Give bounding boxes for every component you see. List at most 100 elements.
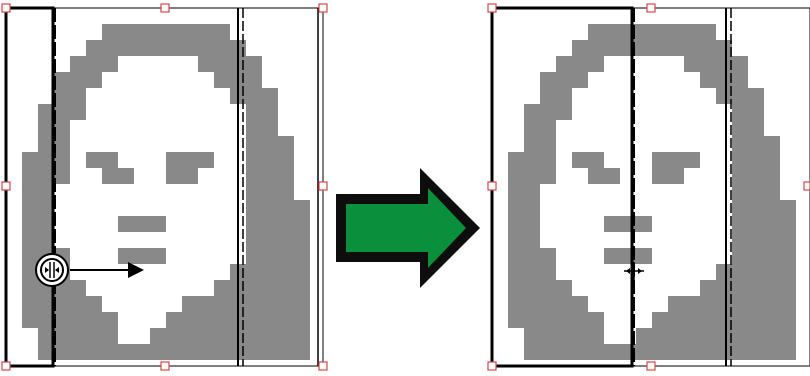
pixel-block <box>732 184 780 200</box>
pixel-block <box>732 200 796 216</box>
arrow-right-icon <box>70 262 144 278</box>
pixel-block <box>732 216 796 232</box>
pixel-block <box>508 248 556 264</box>
pixel-block <box>572 152 604 168</box>
pixel-block <box>540 88 572 104</box>
pixel-block <box>732 104 764 120</box>
handle-bottom-left[interactable] <box>2 362 10 370</box>
pixel-block <box>700 72 748 88</box>
pixel-block <box>524 328 604 344</box>
handle-top-right[interactable] <box>319 4 327 12</box>
pixel-block <box>732 248 796 264</box>
pixel-block <box>118 216 166 232</box>
image-frame-after <box>486 0 810 376</box>
pixel-block <box>572 40 732 56</box>
pixel-block <box>166 152 214 168</box>
pixel-block <box>246 248 310 264</box>
pixel-block <box>732 168 780 184</box>
pixel-block <box>102 168 134 184</box>
pixel-block <box>716 264 796 280</box>
pixel-block <box>134 344 310 360</box>
pixel-block <box>508 152 556 168</box>
pixel-block <box>604 248 652 264</box>
column-resize-cursor-icon <box>36 254 68 286</box>
image-frame-before <box>0 0 330 376</box>
pixel-block <box>524 120 556 136</box>
handle-bottom-center[interactable] <box>161 362 169 370</box>
handle-middle-left-after[interactable] <box>488 182 496 190</box>
pixel-block <box>508 216 540 232</box>
big-green-arrow-right-icon <box>330 160 490 300</box>
pixel-block <box>166 24 230 40</box>
pixel-block <box>38 104 86 120</box>
pixel-block <box>636 328 796 344</box>
pixel-block <box>246 120 278 136</box>
pixel-block <box>508 280 572 296</box>
pixel-block <box>652 312 796 328</box>
pixel-block <box>22 296 102 312</box>
pixel-portrait-canvas-before <box>0 0 330 376</box>
handle-middle-right[interactable] <box>319 182 327 190</box>
pixel-block <box>508 312 604 328</box>
pixel-block <box>508 296 588 312</box>
handle-middle-right-after[interactable] <box>804 182 810 190</box>
pixel-block <box>604 216 652 232</box>
handle-middle-left[interactable] <box>2 182 10 190</box>
pixel-block <box>246 152 294 168</box>
pixel-block <box>732 232 796 248</box>
pixel-block <box>524 104 572 120</box>
pixel-block <box>86 40 246 56</box>
pixel-block <box>214 280 310 296</box>
pixel-portrait-before <box>22 24 310 360</box>
pixel-block <box>22 312 118 328</box>
pixel-block <box>540 72 588 88</box>
pixel-block <box>716 88 764 104</box>
pixel-portrait-canvas-after <box>486 0 810 376</box>
pixel-block <box>22 168 70 184</box>
pixel-block <box>652 24 716 40</box>
pixel-block <box>620 344 796 360</box>
pixel-block <box>508 232 540 248</box>
pixel-block <box>166 168 198 184</box>
pixel-block <box>246 232 310 248</box>
pixel-block <box>508 264 556 280</box>
pixel-block <box>524 344 620 360</box>
pixel-portrait-after <box>508 24 796 360</box>
pixel-block <box>22 200 54 216</box>
pixel-block <box>508 184 540 200</box>
pixel-block <box>524 136 556 152</box>
pixel-block <box>102 24 166 40</box>
handle-bottom-center-after[interactable] <box>647 362 655 370</box>
pixel-block <box>22 152 70 168</box>
pixel-block <box>556 56 604 72</box>
pixel-block <box>246 216 310 232</box>
pixel-block <box>652 152 700 168</box>
pixel-block <box>508 200 540 216</box>
handle-top-center-after[interactable] <box>647 4 655 12</box>
pixel-block <box>38 328 118 344</box>
pixel-block <box>198 56 262 72</box>
handle-top-left-after[interactable] <box>488 4 496 12</box>
pixel-block <box>732 120 764 136</box>
transition-arrow <box>330 160 490 300</box>
pixel-block <box>118 248 166 264</box>
pixel-block <box>508 168 556 184</box>
pixel-block <box>246 168 294 184</box>
handle-top-left[interactable] <box>2 4 10 12</box>
handle-bottom-left-after[interactable] <box>488 362 496 370</box>
pixel-block <box>588 24 652 40</box>
handle-bottom-right[interactable] <box>319 362 327 370</box>
pixel-block <box>230 264 310 280</box>
pixel-block <box>700 280 796 296</box>
pixel-block <box>668 296 796 312</box>
pixel-block <box>150 328 310 344</box>
pixel-block <box>732 152 780 168</box>
pixel-block <box>732 136 780 152</box>
pixel-block <box>22 216 54 232</box>
pixel-block <box>684 56 748 72</box>
pixel-block <box>588 168 620 184</box>
pixel-block <box>70 56 118 72</box>
handle-top-center[interactable] <box>161 4 169 12</box>
pixel-block <box>182 296 310 312</box>
pixel-block <box>86 152 118 168</box>
